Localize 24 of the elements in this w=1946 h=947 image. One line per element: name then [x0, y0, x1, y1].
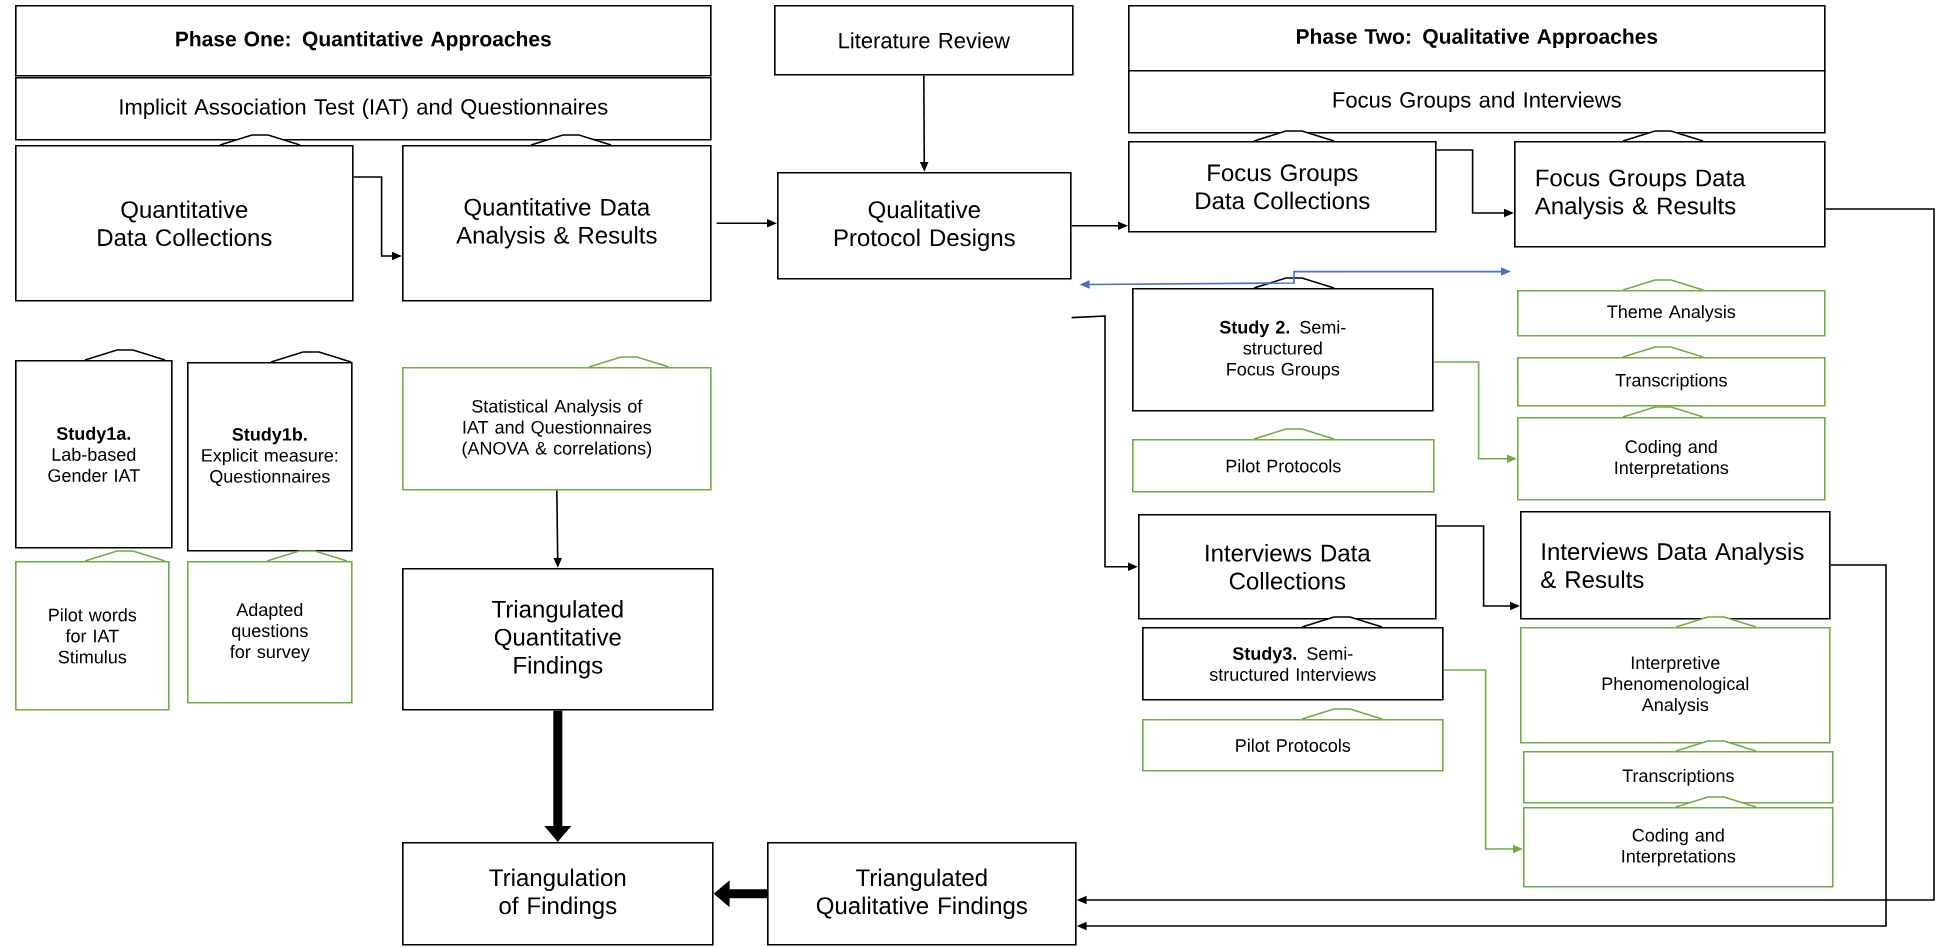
study-box: Study 2. Semi-structured Focus Groups — [1132, 277, 1434, 412]
process-box: Focus Groups Data Analysis & Results — [1514, 130, 1826, 248]
task-box: Adapted questions for survey — [187, 550, 353, 704]
phase-heading: Phase One: Quantitative Approaches — [15, 5, 712, 77]
task-box: Interpretive Phenomenological Analysis — [1520, 616, 1831, 744]
phase-heading: Phase Two: Qualitative Approaches — [1128, 5, 1826, 72]
task-box: Coding and Interpretations — [1517, 406, 1826, 501]
process-box: Qualitative Protocol Designs — [777, 172, 1072, 280]
process-box: Focus Groups Data Collections — [1128, 130, 1437, 233]
task-box: Coding and Interpretations — [1523, 796, 1834, 888]
task-box: Pilot Protocols — [1142, 708, 1444, 772]
process-box: Quantitative Data Collections — [15, 134, 354, 302]
study-box: Study3. Semi-structured Interviews — [1142, 616, 1444, 701]
process-box: Triangulated Qualitative Findings — [767, 842, 1077, 946]
process-box: Literature Review — [774, 5, 1074, 76]
task-box: Theme Analysis — [1517, 279, 1826, 337]
task-box: Transcriptions — [1523, 740, 1834, 804]
task-box: Pilot Protocols — [1132, 428, 1435, 493]
study-box: Study1a. Lab-based Gender IAT — [15, 349, 173, 549]
task-box: Transcriptions — [1517, 346, 1826, 407]
process-box: Quantitative Data Analysis & Results — [402, 134, 712, 302]
task-box: Statistical Analysis of IAT and Questionnaires (ANOVA & correlations) — [402, 356, 712, 491]
process-box: Triangulated Quantitative Findings — [402, 568, 714, 711]
process-box: Triangulation of Findings — [402, 842, 714, 946]
